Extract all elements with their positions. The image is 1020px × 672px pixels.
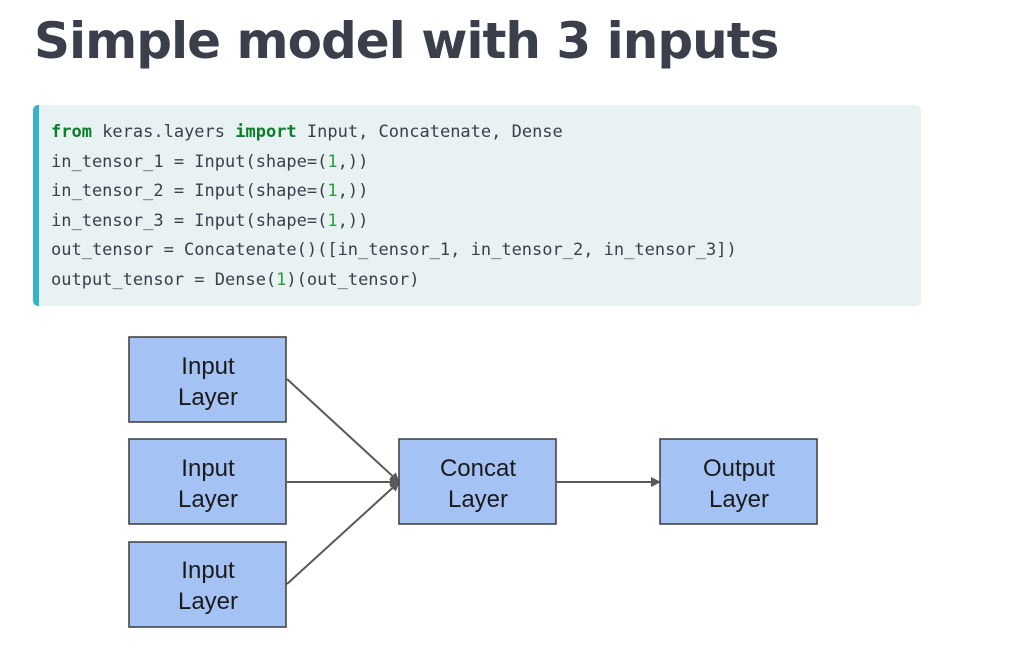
code-text: ,)): [337, 181, 369, 202]
node-label-line-1: Input: [181, 557, 235, 584]
code-text: in_tensor_1 = Input(shape=(: [51, 151, 328, 172]
node-box: [128, 336, 287, 423]
keyword-import: import: [235, 122, 297, 142]
input-layer-node-3: Input Layer: [128, 541, 287, 628]
input-layer-node-2: Input Layer: [128, 438, 287, 525]
node-label-line-2: Layer: [709, 486, 769, 513]
slide-title: Simple model with 3 inputs: [34, 12, 779, 70]
code-line-4: in_tensor_3 = Input(shape=(1,)): [51, 207, 921, 237]
node-label-line-1: Output: [703, 455, 775, 482]
keyword-from: from: [51, 122, 92, 142]
code-text: ,)): [337, 210, 369, 231]
code-number: 1: [327, 210, 338, 231]
code-line-3: in_tensor_2 = Input(shape=(1,)): [51, 177, 921, 207]
code-number: 1: [327, 181, 338, 202]
node-label-line-1: Input: [181, 455, 235, 482]
node-box: [128, 541, 287, 628]
code-text: )(out_tensor): [286, 269, 420, 290]
node-box: [128, 438, 287, 525]
node-label-line-1: Concat: [440, 455, 516, 482]
edge-input-1-to-concat: [286, 378, 400, 483]
node-label-line-2: Layer: [178, 384, 238, 411]
node-label-line-2: Layer: [448, 486, 508, 513]
code-number: 1: [276, 269, 287, 290]
concat-layer-node: Concat Layer: [398, 438, 557, 525]
code-imported-names: Input, Concatenate, Dense: [296, 122, 563, 142]
code-line-6: output_tensor = Dense(1)(out_tensor): [51, 266, 921, 296]
code-text: in_tensor_2 = Input(shape=(: [51, 181, 328, 202]
code-module: keras.layers: [91, 122, 236, 142]
code-number: 1: [327, 151, 338, 172]
code-text: output_tensor = Dense(: [51, 269, 277, 290]
node-label-line-2: Layer: [178, 588, 238, 615]
code-text: ,)): [337, 151, 369, 172]
code-block: from keras.layers import Input, Concaten…: [33, 105, 921, 306]
code-line-2: in_tensor_1 = Input(shape=(1,)): [51, 148, 921, 178]
node-label-line-1: Input: [181, 353, 235, 380]
node-label-line-2: Layer: [178, 486, 238, 513]
output-layer-node: Output Layer: [659, 438, 818, 525]
code-line-1: from keras.layers import Input, Concaten…: [51, 118, 921, 148]
code-line-5: out_tensor = Concatenate()([in_tensor_1,…: [51, 236, 921, 266]
edge-input-3-to-concat: [286, 481, 400, 585]
input-layer-node-1: Input Layer: [128, 336, 287, 423]
code-text: in_tensor_3 = Input(shape=(: [51, 210, 328, 231]
node-box: [398, 438, 557, 525]
code-text: out_tensor = Concatenate()([in_tensor_1,…: [51, 240, 737, 261]
node-box: [659, 438, 818, 525]
